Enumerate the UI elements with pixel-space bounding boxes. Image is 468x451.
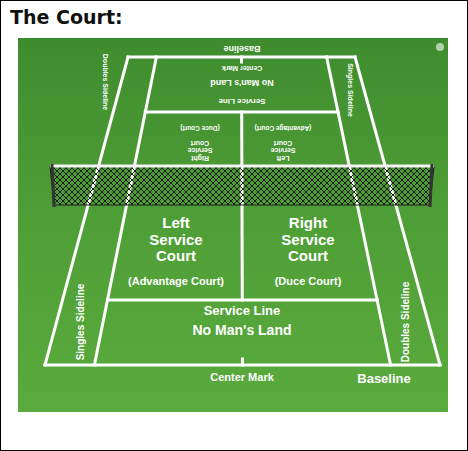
doubles-sideline — [355, 57, 440, 365]
net-mesh — [50, 166, 434, 205]
court-label: Service Line — [204, 304, 281, 318]
court-label: (Duce Court) — [275, 275, 342, 287]
net-post — [52, 164, 54, 207]
court-label: No Man's Land — [210, 77, 274, 87]
court-label: Baseline — [223, 43, 260, 53]
court-label: Baseline — [357, 372, 410, 386]
glint — [436, 43, 444, 51]
court-label: Left Service Court — [145, 215, 207, 265]
doubles-sideline — [45, 57, 128, 365]
court-label: No Man's Land — [193, 323, 292, 338]
court-label: Center Mark — [221, 64, 261, 72]
net-tape — [50, 165, 434, 168]
court-label: Service Line — [218, 97, 265, 106]
center-service-line — [240, 112, 244, 300]
center-mark — [241, 359, 244, 365]
grass-ground — [18, 38, 448, 412]
court-label: Center Mark — [210, 371, 274, 383]
court-label: Right Service Court — [185, 138, 215, 161]
net-post — [430, 164, 432, 207]
singles-sideline — [327, 57, 391, 365]
center-mark — [240, 57, 243, 62]
court-label: (Advantage Court) — [255, 124, 312, 131]
heading: The Court: — [10, 6, 123, 28]
court-label: (Advantage Court) — [128, 275, 224, 287]
court-label: Singles Sideline — [346, 63, 354, 117]
court-label: Doubles Sideline — [400, 282, 411, 363]
court-label: Doubles Sideline — [101, 54, 109, 110]
court-label: Right Service Court — [277, 215, 339, 265]
net — [50, 164, 434, 207]
court-label: Singles Sideline — [75, 284, 86, 361]
court-label: Left Service Court — [268, 138, 298, 161]
court-label: (Duce Court) — [180, 124, 219, 131]
